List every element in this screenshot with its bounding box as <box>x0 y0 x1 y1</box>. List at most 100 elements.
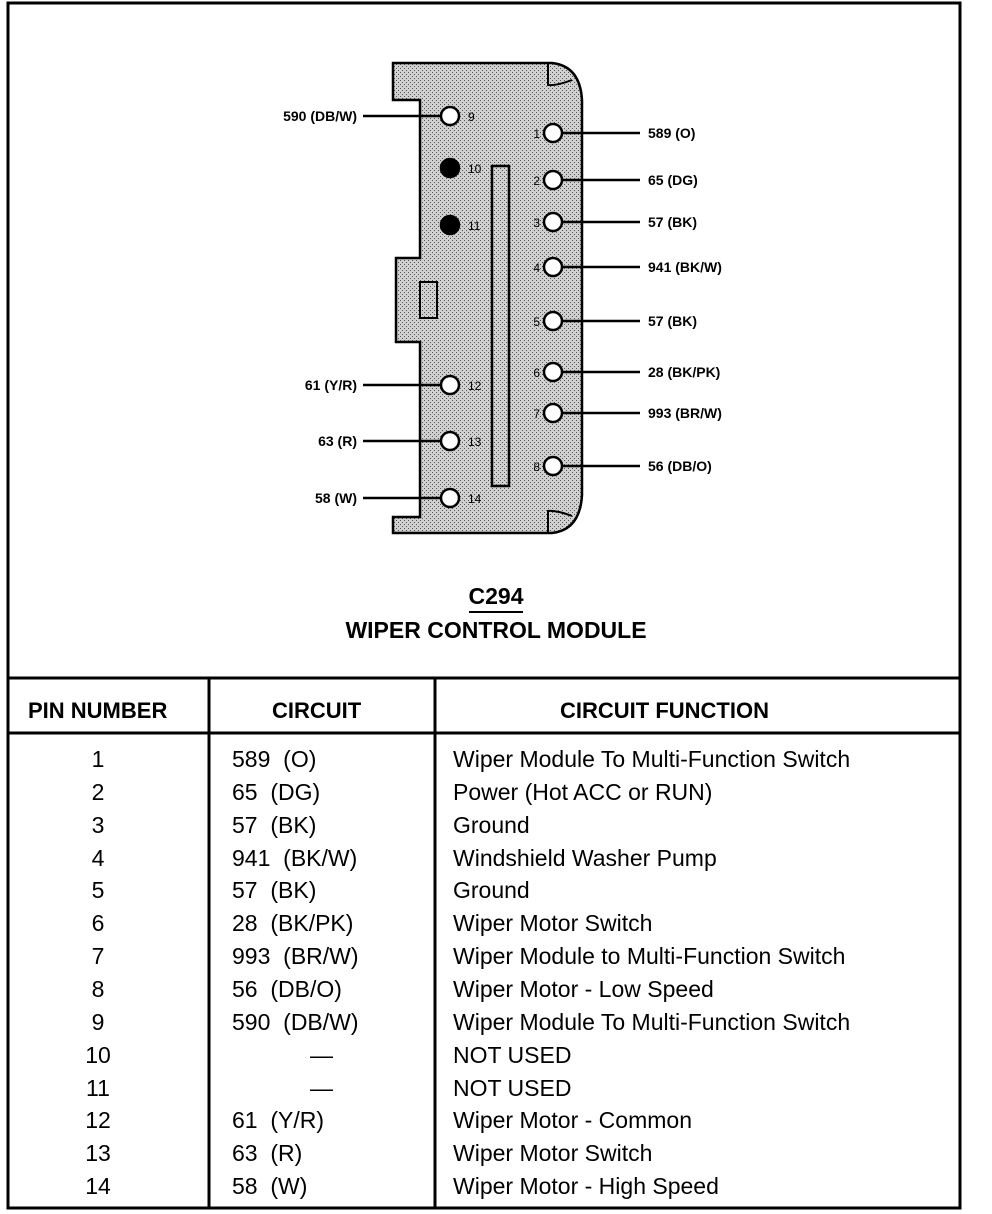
pin-14-cavity <box>439 487 461 509</box>
pin-3: 3 57 (BK) <box>533 211 697 233</box>
table-row-13-circuit: 63 (R) <box>232 1140 303 1166</box>
pin-9-number: 9 <box>468 110 475 124</box>
table-row-8-pin: 8 <box>91 976 105 1002</box>
table-row-10-function: NOT USED <box>453 1042 572 1068</box>
pin-8-cavity <box>542 455 564 477</box>
pin-4: 4 941 (BK/W) <box>533 256 722 278</box>
table-row-11-circuit: — <box>310 1075 333 1101</box>
pin-3-circuit-label: 57 (BK) <box>648 214 697 230</box>
pin-9-cavity <box>439 105 461 127</box>
header-circuit: CIRCUIT <box>272 698 362 723</box>
pin-14-circuit-label: 58 (W) <box>315 490 357 506</box>
pin-7-number: 7 <box>533 407 540 421</box>
table-row-10-circuit: — <box>310 1042 333 1068</box>
pin-1-number: 1 <box>533 127 540 141</box>
pin-9: 9 590 (DB/W) <box>283 105 475 127</box>
table-row-12-function: Wiper Motor - Common <box>453 1107 692 1133</box>
pin-2-circuit-label: 65 (DG) <box>648 172 698 188</box>
table-row-8-function: Wiper Motor - Low Speed <box>453 976 714 1002</box>
pin-5-cavity <box>542 310 564 332</box>
table-row-6-function: Wiper Motor Switch <box>453 910 653 936</box>
table-row-7-pin: 7 <box>91 943 105 969</box>
pin-13: 13 63 (R) <box>318 430 482 452</box>
pin-8-circuit-label: 56 (DB/O) <box>648 458 712 474</box>
connector-id: C294 <box>0 583 992 613</box>
pin-2: 2 65 (DG) <box>533 169 698 191</box>
pin-11-number: 11 <box>468 219 481 233</box>
pin-13-cavity <box>439 430 461 452</box>
pin-9-circuit-label: 590 (DB/W) <box>283 108 357 124</box>
table-row-12-circuit: 61 (Y/R) <box>232 1107 325 1133</box>
pin-4-circuit-label: 941 (BK/W) <box>648 259 722 275</box>
pin-7-circuit-label: 993 (BR/W) <box>648 405 722 421</box>
pin-13-circuit-label: 63 (R) <box>318 433 357 449</box>
table-row-10-pin: 10 <box>85 1042 111 1068</box>
table-row-9-circuit: 590 (DB/W) <box>232 1009 359 1035</box>
pin-6-circuit-label: 28 (BK/PK) <box>648 364 720 380</box>
connector-latch <box>419 281 438 319</box>
outer-border <box>6 1 962 1210</box>
table-row-2-pin: 2 <box>91 779 105 805</box>
table-row-4-pin: 4 <box>91 845 105 871</box>
table-row-3-circuit: 57 (BK) <box>232 812 317 838</box>
table-row-5-function: Ground <box>453 877 530 903</box>
table-row-6-circuit: 28 (BK/PK) <box>232 910 354 936</box>
pin-1-cavity <box>542 122 564 144</box>
connector-name: WIPER CONTROL MODULE <box>345 617 647 643</box>
connector-notch-top <box>547 63 573 87</box>
pin-4-number: 4 <box>533 261 540 275</box>
pin-8: 8 56 (DB/O) <box>533 455 712 477</box>
header-pin-number: PIN NUMBER <box>28 698 168 723</box>
header-circuit-function: CIRCUIT FUNCTION <box>560 698 769 723</box>
pin-5-circuit-label: 57 (BK) <box>648 313 697 329</box>
pin-10: 10 <box>439 157 482 179</box>
pin-7: 7 993 (BR/W) <box>533 402 722 424</box>
table-row-11-pin: 11 <box>86 1075 110 1101</box>
table-row-7-circuit: 993 (BR/W) <box>232 943 359 969</box>
table-row-14-circuit: 58 (W) <box>232 1173 308 1199</box>
pin-11-cavity <box>439 214 461 236</box>
table-row-12-pin: 12 <box>85 1107 111 1133</box>
table-row-5-pin: 5 <box>91 877 105 903</box>
table-row-4-function: Windshield Washer Pump <box>453 845 717 871</box>
pin-7-cavity <box>542 402 564 424</box>
pin-1: 1 589 (O) <box>533 122 695 144</box>
table-row-13-pin: 13 <box>85 1140 111 1166</box>
pin-10-cavity <box>439 157 461 179</box>
table-row-14-pin: 14 <box>85 1173 111 1199</box>
table-row-9-function: Wiper Module To Multi-Function Switch <box>453 1009 851 1035</box>
table-row-1-pin: 1 <box>91 746 105 772</box>
pin-14-number: 14 <box>468 492 482 506</box>
pin-4-cavity <box>542 256 564 278</box>
pin-2-number: 2 <box>533 174 540 188</box>
table-row-13-function: Wiper Motor Switch <box>453 1140 653 1166</box>
pin-13-number: 13 <box>468 435 482 449</box>
table-row-5-circuit: 57 (BK) <box>232 877 317 903</box>
pin-6-cavity <box>542 361 564 383</box>
connector-body <box>391 61 584 535</box>
table-row-2-circuit: 65 (DG) <box>232 779 321 805</box>
pin-14: 14 58 (W) <box>315 487 482 509</box>
table-row-3-function: Ground <box>453 812 530 838</box>
pin-3-number: 3 <box>533 216 540 230</box>
pin-12-cavity <box>439 374 461 396</box>
table-row-2-function: Power (Hot ACC or RUN) <box>453 779 713 805</box>
table-row-9-pin: 9 <box>91 1009 105 1035</box>
pin-2-cavity <box>542 169 564 191</box>
pin-1-circuit-label: 589 (O) <box>648 125 695 141</box>
table-row-1-function: Wiper Module To Multi-Function Switch <box>453 746 851 772</box>
pin-12-number: 12 <box>468 379 482 393</box>
table-row-11-function: NOT USED <box>453 1075 572 1101</box>
table-row-8-circuit: 56 (DB/O) <box>232 976 342 1002</box>
table-row-7-function: Wiper Module to Multi-Function Switch <box>453 943 846 969</box>
table-row-6-pin: 6 <box>91 910 105 936</box>
connector-id-text: C294 <box>468 583 524 613</box>
pin-3-cavity <box>542 211 564 233</box>
pin-8-number: 8 <box>533 460 540 474</box>
